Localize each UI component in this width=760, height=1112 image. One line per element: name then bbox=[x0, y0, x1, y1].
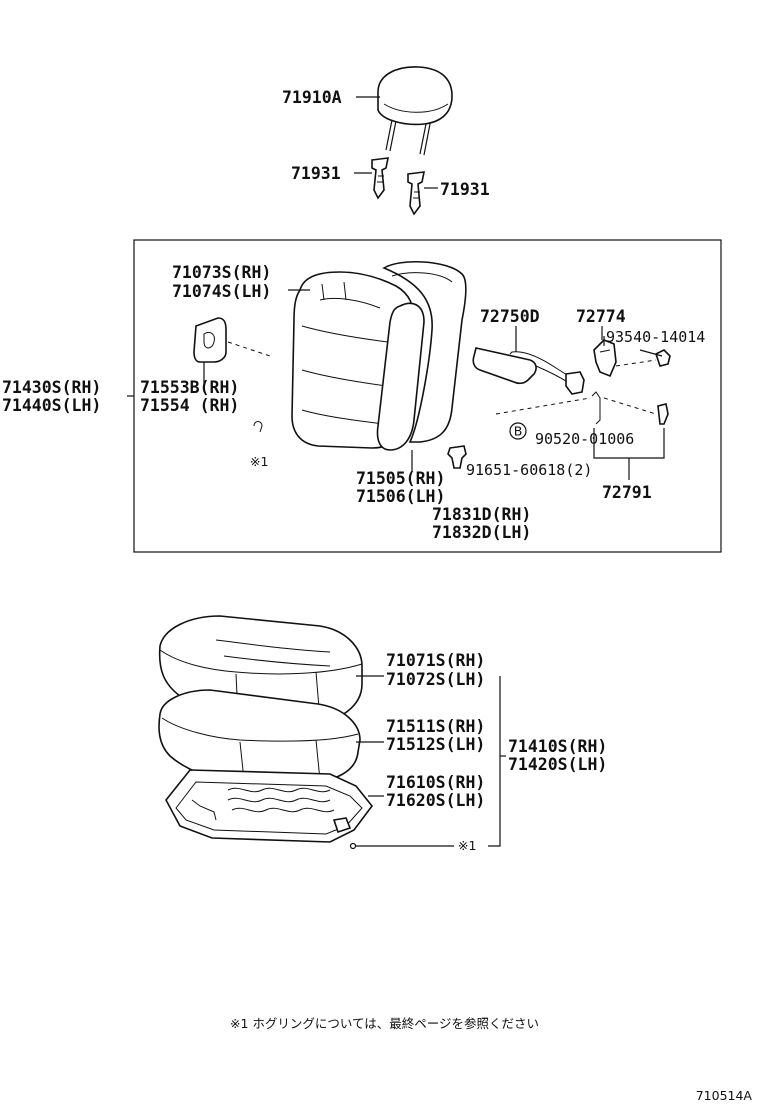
seat-spring-frame-drawing bbox=[165, 769, 374, 843]
label-ring-ref-lower: ※1 bbox=[458, 838, 476, 853]
lever-drawing bbox=[591, 391, 669, 425]
dash-side-cover bbox=[227, 341, 271, 357]
label-side-cover-71554: 71554 (RH) bbox=[140, 396, 239, 415]
label-cushion-cover-rh: 71071S(RH) bbox=[386, 651, 485, 670]
footnote-text: ※1 ホグリングについては、最終ページを参照ください bbox=[230, 1016, 539, 1031]
bolt-mark-label: B bbox=[514, 424, 523, 439]
label-back-cover-rh: 71073S(RH) bbox=[172, 263, 271, 282]
leader-screw bbox=[639, 349, 663, 357]
label-spring-rh: 71610S(RH) bbox=[386, 773, 485, 792]
side-cover-drawing bbox=[193, 317, 227, 363]
label-cushion-cover-lh: 71072S(LH) bbox=[386, 670, 485, 689]
clip-drawing bbox=[447, 445, 467, 469]
label-support-left: 71931 bbox=[291, 164, 341, 183]
label-back-assy-rh: 71430S(RH) bbox=[2, 378, 101, 397]
dash-lever-right bbox=[603, 397, 657, 415]
label-cushion-assy-rh: 71410S(RH) bbox=[508, 737, 607, 756]
label-clip: 91651-60618(2) bbox=[466, 461, 592, 479]
label-cushion-pad-rh: 71511S(RH) bbox=[386, 717, 485, 736]
lumbar-pad-drawing bbox=[472, 347, 585, 395]
headrest-drawing bbox=[377, 66, 453, 156]
label-pad-71505: 71505(RH) bbox=[356, 469, 445, 488]
label-cushion-pad-lh: 71512S(LH) bbox=[386, 735, 485, 754]
headrest-support-left-drawing bbox=[371, 157, 390, 200]
knob-drawing bbox=[593, 339, 617, 378]
label-frame-lh: 71832D(LH) bbox=[432, 523, 531, 542]
label-frame-rh: 71831D(RH) bbox=[432, 505, 531, 524]
hog-ring-upper-drawing bbox=[253, 421, 263, 433]
bracket-cushion-assy bbox=[488, 676, 501, 847]
label-support-right: 71931 bbox=[440, 180, 490, 199]
label-lever: 72791 bbox=[602, 483, 652, 502]
dash-screw bbox=[615, 359, 657, 367]
label-bolt: 90520-01006 bbox=[535, 430, 634, 448]
label-lumbar-pad: 72750D bbox=[480, 307, 540, 326]
label-pad-71506: 71506(LH) bbox=[356, 487, 445, 506]
screw-drawing bbox=[655, 349, 671, 367]
label-back-cover-lh: 71074S(LH) bbox=[172, 282, 271, 301]
label-cushion-assy-lh: 71420S(LH) bbox=[508, 755, 607, 774]
label-back-assy-lh: 71440S(LH) bbox=[2, 396, 101, 415]
headrest-support-right-drawing bbox=[407, 171, 426, 216]
label-ring-ref-upper: ※1 bbox=[250, 454, 268, 469]
label-screw: 93540-14014 bbox=[606, 328, 705, 346]
label-spring-lh: 71620S(LH) bbox=[386, 791, 485, 810]
hog-ring-lower-drawing bbox=[349, 842, 357, 850]
label-side-cover-71553b: 71553B(RH) bbox=[140, 378, 239, 397]
label-knob: 72774 bbox=[576, 307, 626, 326]
cushion-pad-drawing bbox=[158, 689, 361, 783]
label-headrest: 71910A bbox=[282, 88, 342, 107]
dash-lever-left bbox=[495, 397, 591, 415]
bolt-mark-drawing: B bbox=[509, 422, 527, 440]
seat-back-drawing bbox=[291, 260, 467, 451]
diagram-code: 710514A bbox=[696, 1088, 753, 1103]
